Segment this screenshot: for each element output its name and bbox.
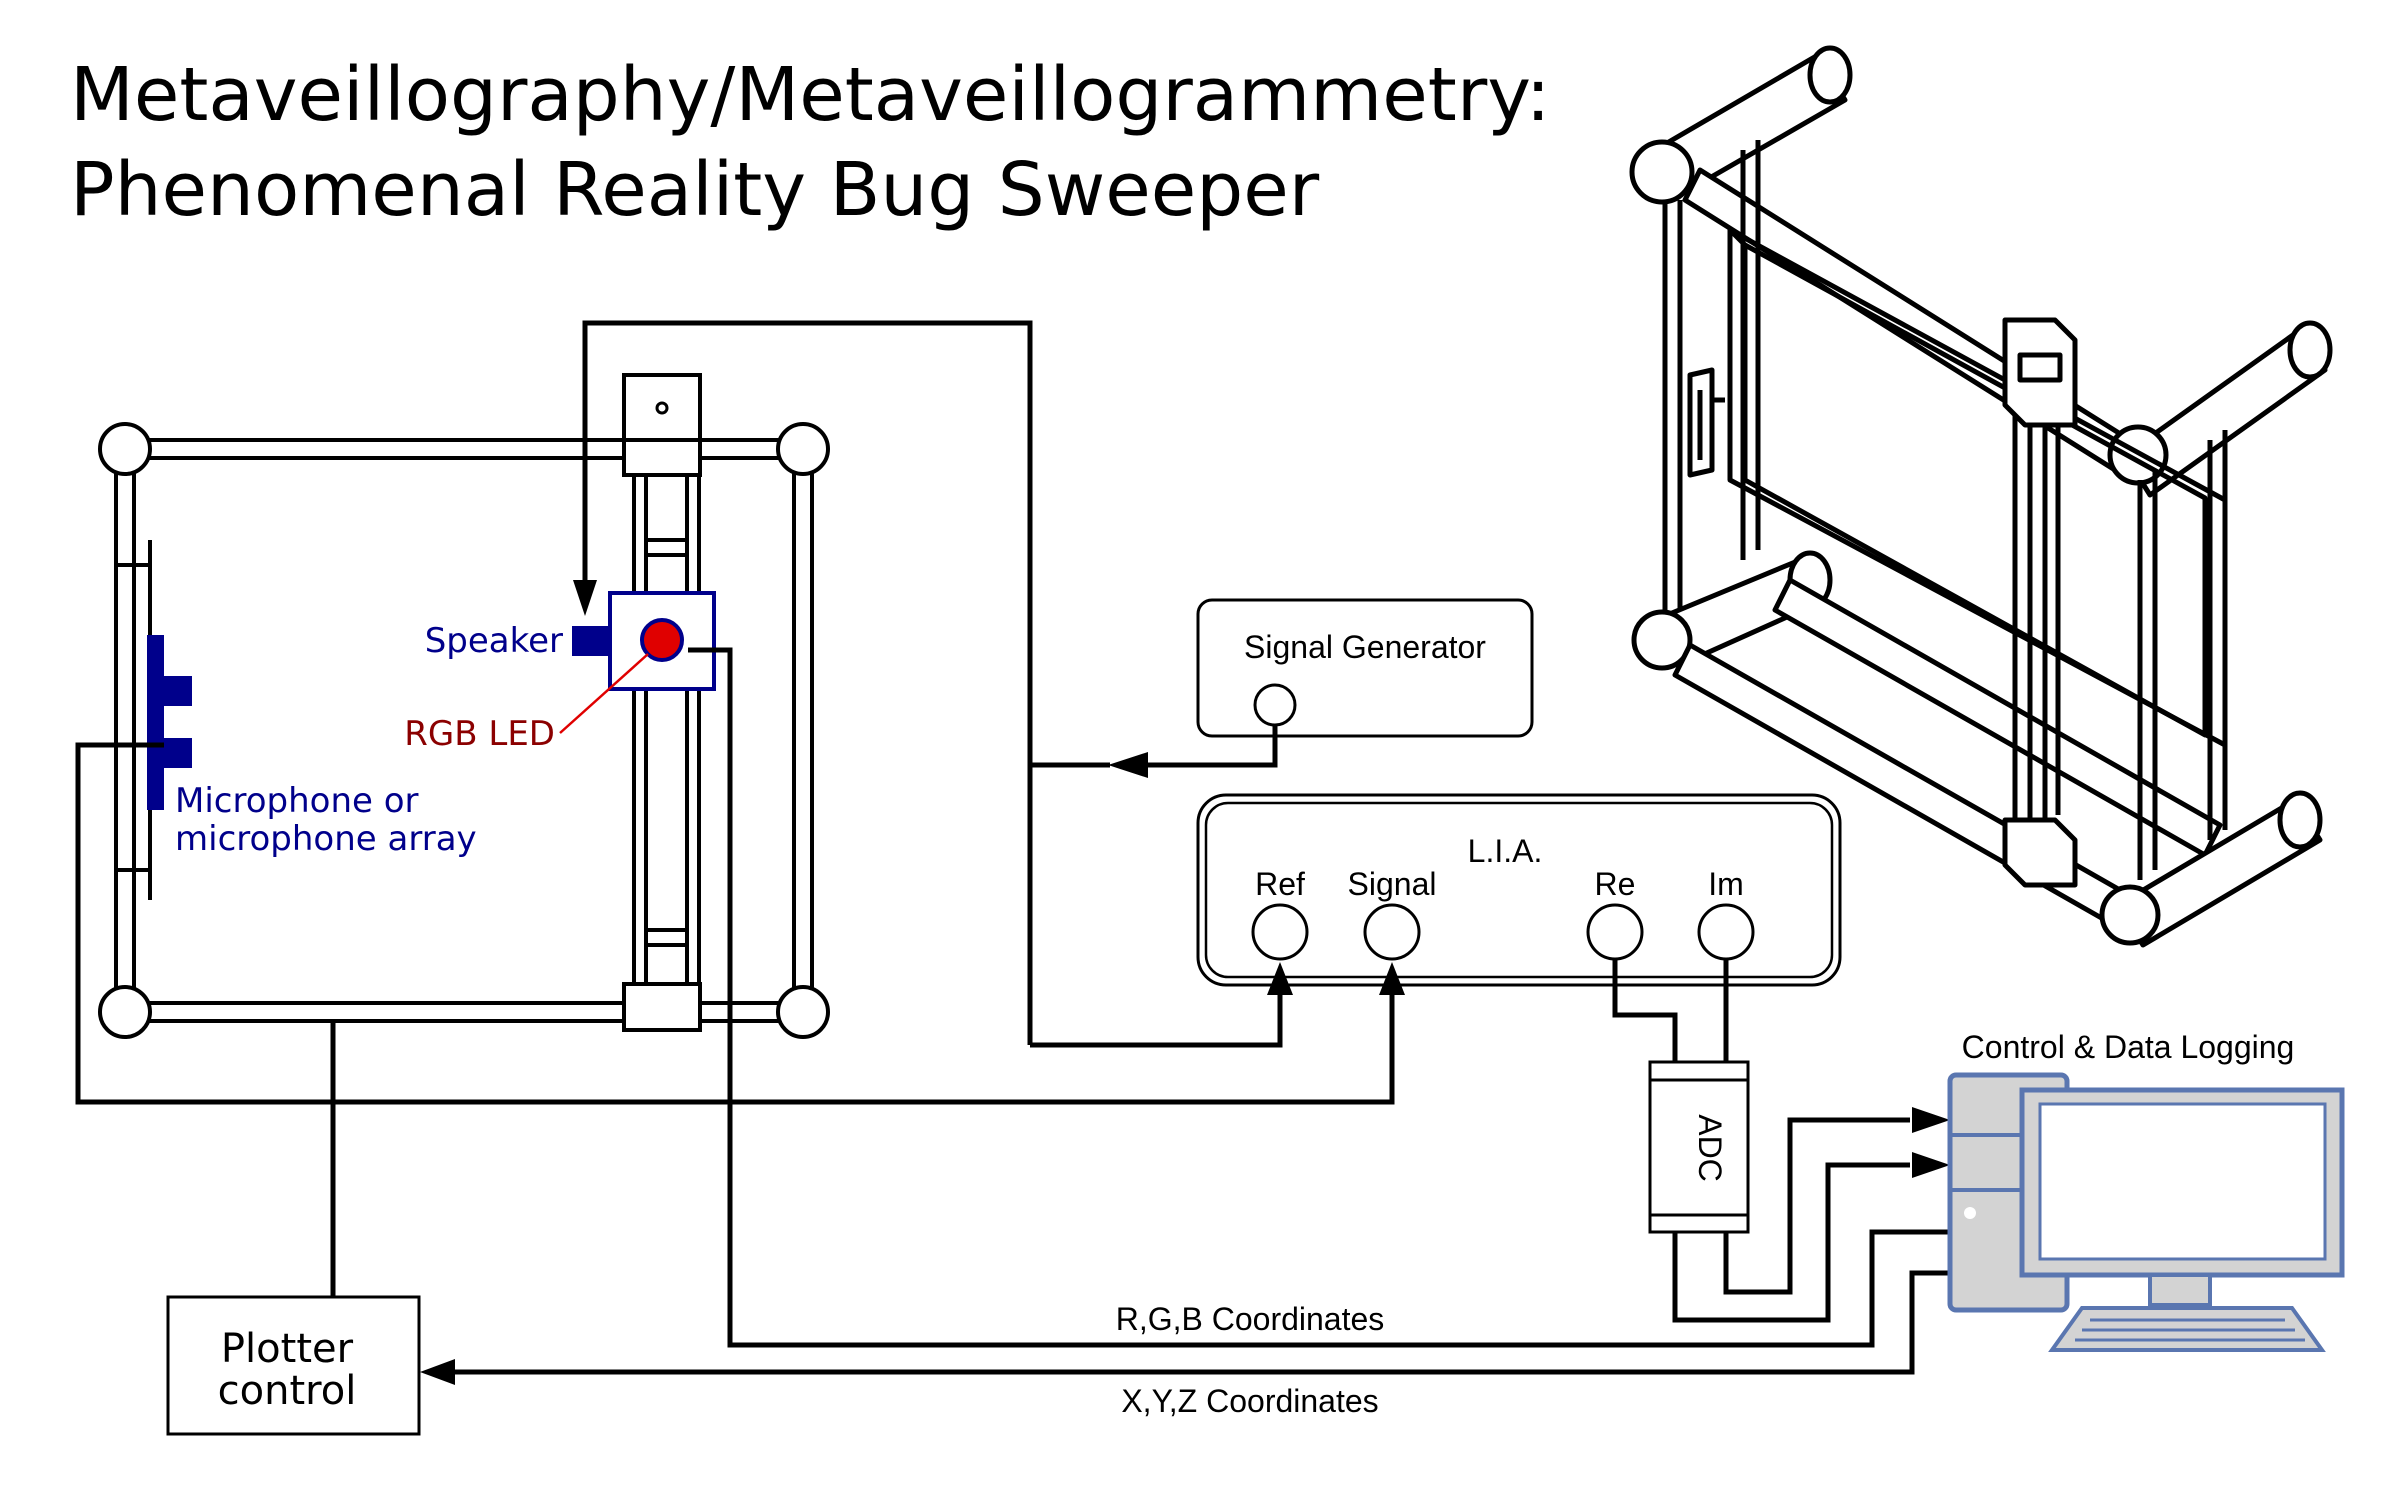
frame-corner-knob	[98, 985, 152, 1039]
speaker-label: Speaker	[425, 621, 563, 661]
signal-generator: Signal Generator	[1196, 598, 1534, 738]
adc: ADC	[1648, 1060, 1750, 1234]
lia-label: L.I.A.	[1468, 833, 1543, 869]
plotter-control: Plotter control	[166, 1295, 421, 1436]
microphone-label-1: Microphone or	[175, 781, 419, 821]
im-label: Im	[1708, 866, 1744, 902]
title-line-2: Phenomenal Reality Bug Sweeper	[70, 147, 1320, 233]
re-jack	[1586, 903, 1644, 961]
arrow-head	[1108, 752, 1148, 778]
lock-in-amplifier: L.I.A. Ref Signal Re Im	[1196, 793, 1842, 987]
plotter-control-label-1: Plotter	[221, 1326, 354, 1372]
frame-corner-knob	[776, 422, 830, 476]
re-label: Re	[1595, 866, 1636, 902]
signal-label: Signal	[1348, 866, 1437, 902]
arrow-head	[1912, 1107, 1950, 1133]
sensor-head	[559, 591, 716, 734]
microphone-label-2: microphone array	[175, 819, 477, 859]
vertical-carriage	[622, 373, 702, 1032]
ref-jack	[1251, 903, 1309, 961]
arrow-head	[420, 1359, 455, 1385]
xyz-coordinates-label: X,Y,Z Coordinates	[1121, 1383, 1378, 1419]
signal-jack	[1363, 903, 1421, 961]
signal-generator-output-jack	[1253, 683, 1297, 727]
arrow-head	[1379, 962, 1405, 995]
arrow-head	[573, 580, 597, 616]
arrow-head	[1267, 962, 1293, 995]
signal-generator-label: Signal Generator	[1244, 629, 1486, 665]
plotter-control-label-2: control	[218, 1368, 357, 1414]
ref-label: Ref	[1255, 866, 1305, 902]
speaker-block	[572, 626, 610, 656]
computer: Control & Data Logging	[1947, 1029, 2345, 1352]
im-jack	[1697, 903, 1755, 961]
rgb-coordinates-label: R,G,B Coordinates	[1116, 1301, 1385, 1337]
frame-corner-knob	[98, 422, 152, 476]
rgb-led-label: RGB LED	[404, 714, 555, 754]
frame-corner-knob	[776, 985, 830, 1039]
microphone-array	[147, 635, 192, 810]
title-line-1: Metaveillography/Metaveillogrammetry:	[70, 52, 1551, 138]
isometric-plotter-illustration	[1629, 45, 2333, 948]
rgb-led	[640, 618, 684, 662]
adc-label: ADC	[1692, 1114, 1728, 1182]
control-logging-label: Control & Data Logging	[1962, 1029, 2295, 1065]
arrow-head	[1912, 1152, 1950, 1178]
